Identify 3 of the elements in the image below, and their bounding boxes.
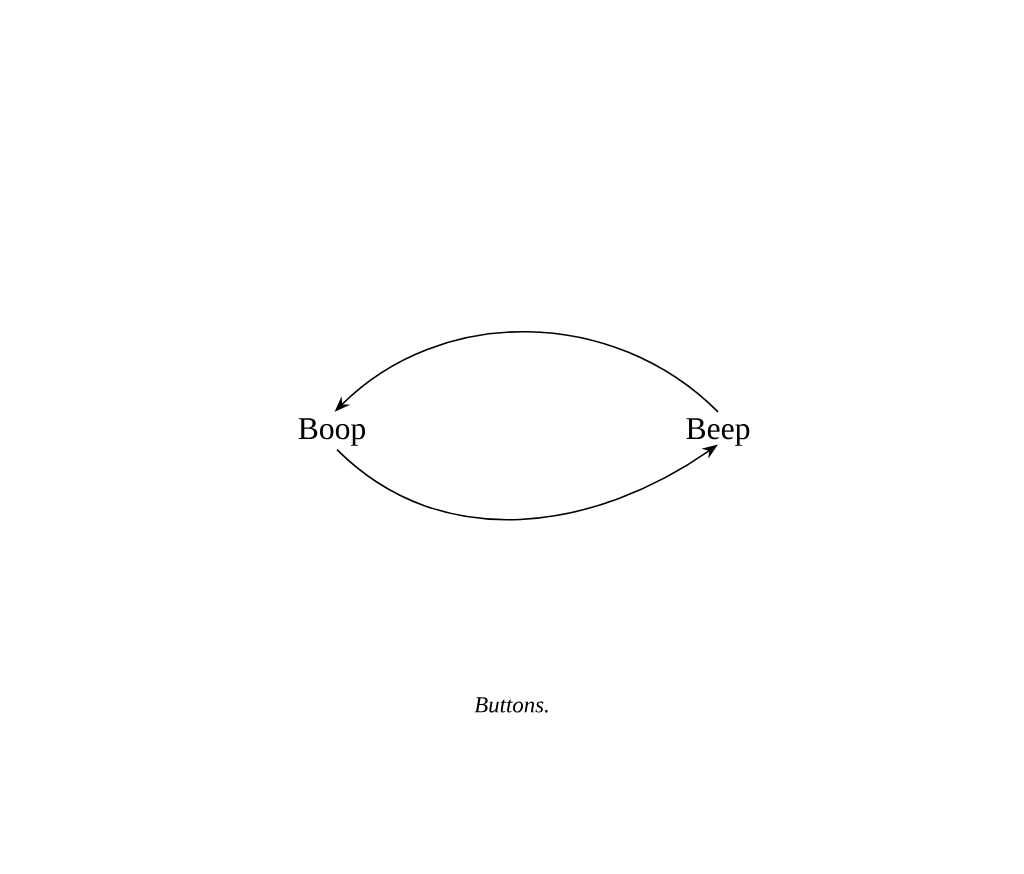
- node-label: Boop: [298, 418, 366, 446]
- caption: Buttons.: [474, 697, 548, 713]
- node-label: Beep: [686, 418, 750, 446]
